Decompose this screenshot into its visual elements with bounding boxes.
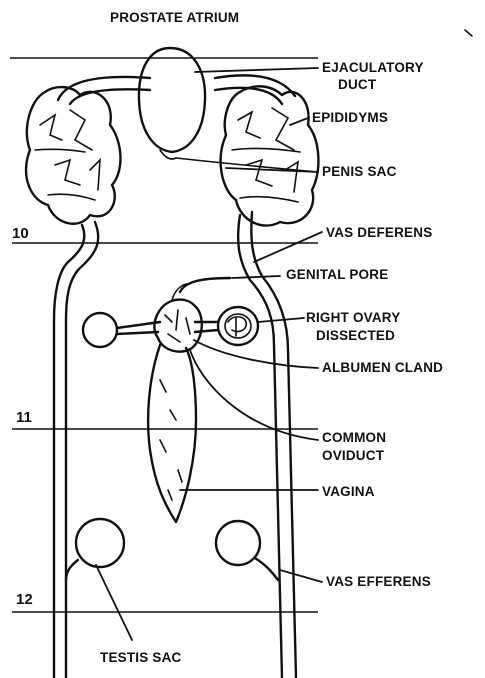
- left-ovary: [83, 313, 117, 347]
- left-vas-deferens-outer: [66, 222, 98, 678]
- label-right-ovary-line1: RIGHT OVARY: [306, 310, 400, 325]
- leader-epididyms: [290, 118, 308, 125]
- leader-albumen-gland: [194, 340, 318, 368]
- right-vas-efferens: [255, 558, 278, 580]
- corner-mark: [465, 30, 472, 36]
- label-prostate-atrium: PROSTATE ATRIUM: [110, 10, 239, 25]
- right-ovary-inner: [225, 314, 251, 338]
- label-penis-sac: PENIS SAC: [322, 164, 397, 179]
- vagina: [148, 345, 196, 522]
- segment-label-12: 12: [16, 591, 33, 608]
- segment-label-10: 10: [12, 225, 29, 242]
- segment-label-11: 11: [16, 409, 32, 426]
- leader-common-oviduct: [190, 350, 318, 440]
- label-ejaculatory-duct-line2: DUCT: [338, 77, 377, 92]
- left-epididymis: [26, 87, 120, 224]
- label-testis-sac: TESTIS SAC: [100, 650, 182, 665]
- label-genital-pore: GENITAL PORE: [286, 267, 388, 282]
- right-oviduct: [195, 322, 218, 332]
- prostate-atrium: [139, 48, 205, 152]
- right-ovary-coil: [228, 317, 246, 336]
- leader-vas-deferens: [254, 232, 322, 262]
- leader-genital-pore: [232, 276, 280, 278]
- left-testis-sac: [76, 519, 124, 567]
- albumen-gland-texture: [165, 310, 190, 342]
- label-ejaculatory-duct-line1: EJACULATORY: [322, 60, 424, 75]
- label-vagina: VAGINA: [322, 484, 375, 499]
- penis-sac-leader-base: [176, 158, 318, 172]
- leader-vas-efferens: [280, 570, 322, 582]
- label-vas-efferens: VAS EFFERENS: [326, 574, 431, 589]
- ejaculatory-duct: [58, 75, 295, 100]
- genital-pore-duct: [180, 278, 230, 292]
- label-epididyms: EPIDIDYMS: [312, 110, 388, 125]
- label-right-ovary-line2: DISSECTED: [316, 328, 395, 343]
- label-albumen-gland: ALBUMEN CLAND: [322, 360, 443, 375]
- label-common-oviduct-line1: COMMON: [322, 430, 386, 445]
- right-epididymis: [221, 86, 319, 225]
- vagina-texture: [160, 380, 182, 500]
- right-ovary: [218, 307, 258, 345]
- label-vas-deferens: VAS DEFERENS: [326, 225, 432, 240]
- right-testis-sac: [216, 521, 260, 565]
- albumen-gland: [154, 300, 201, 352]
- right-vas-deferens-outer: [238, 215, 282, 678]
- leader-ejaculatory-duct: [195, 68, 318, 72]
- label-common-oviduct-line2: OVIDUCT: [322, 448, 385, 463]
- left-vas-efferens: [66, 560, 78, 580]
- leader-right-ovary: [258, 318, 304, 322]
- leader-testis-sac: [96, 565, 132, 640]
